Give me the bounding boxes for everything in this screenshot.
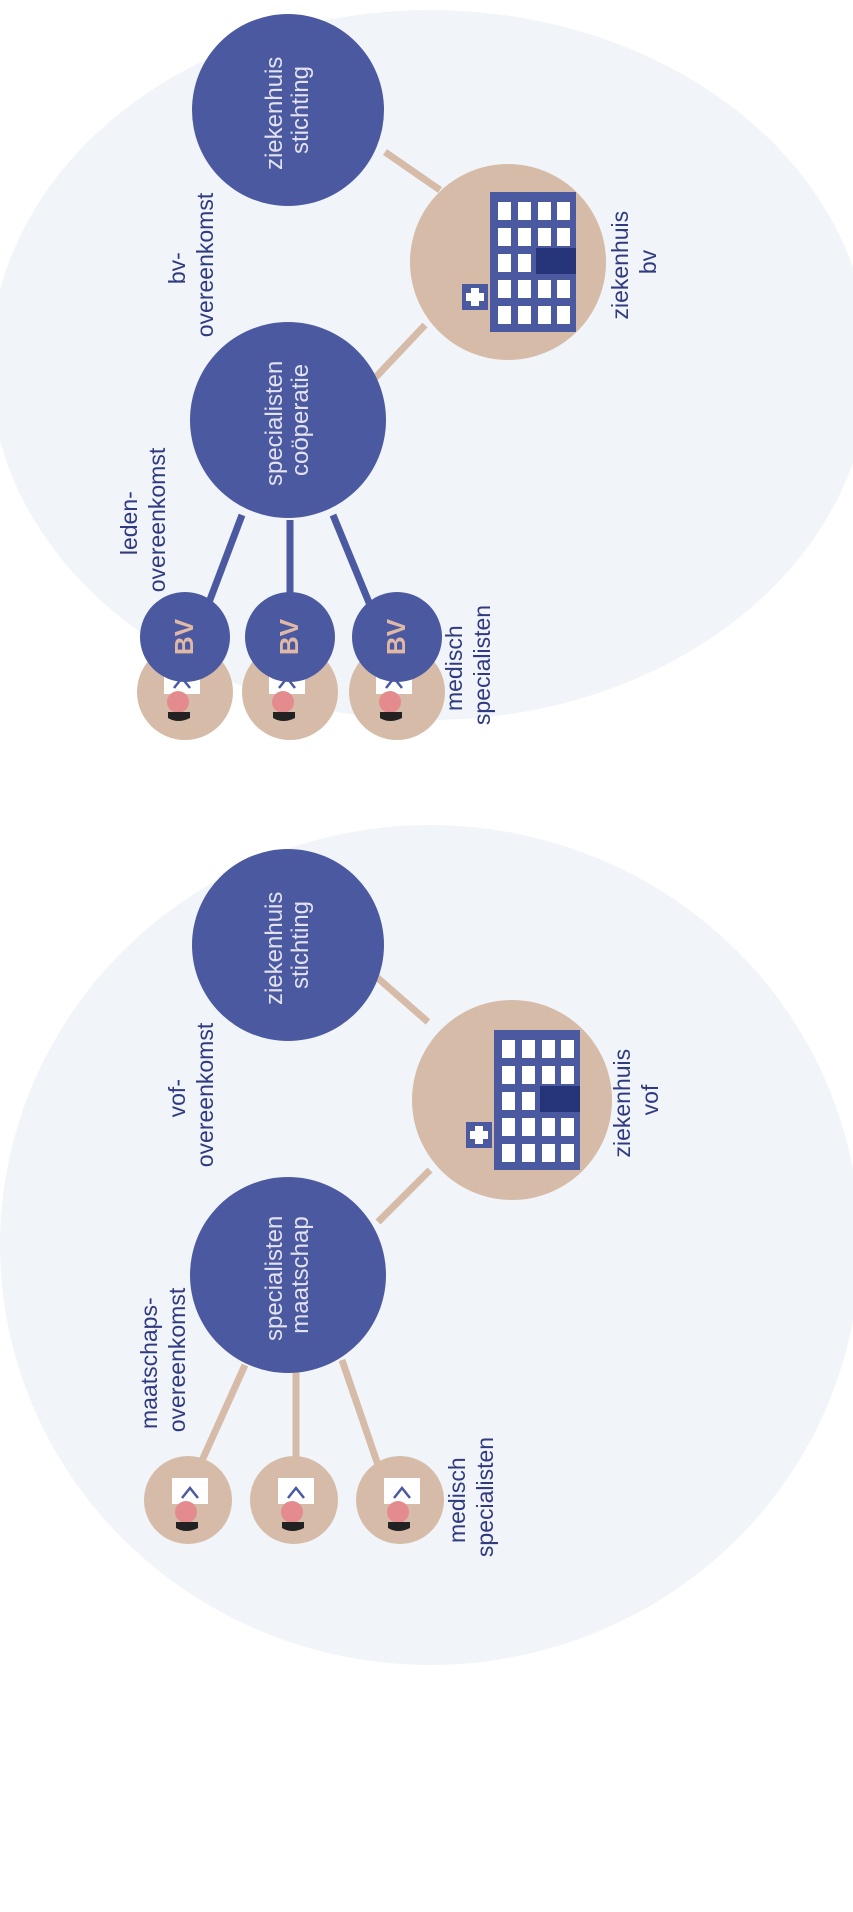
zh-vof-line-1: ziekenhuis bbox=[609, 1049, 635, 1158]
stichting-b-line-2: stichting bbox=[287, 901, 314, 989]
top-diagram: ziekenhuis stichting specialisten coöper… bbox=[0, 10, 853, 740]
node-specialisten-maatschap bbox=[190, 1177, 386, 1373]
link-cooperatie-specialist-1 bbox=[204, 513, 246, 607]
stichting-line-1: ziekenhuis bbox=[261, 57, 288, 170]
stichting-b-line-1: ziekenhuis bbox=[261, 892, 288, 1005]
link-stichting-bv bbox=[383, 149, 442, 193]
ms-top-line-1: medisch bbox=[441, 625, 467, 711]
bv-badge-label-3: BV bbox=[381, 618, 411, 655]
maatschaps-line-2: overeenkomst bbox=[164, 1287, 190, 1432]
zh-bv-line-1: ziekenhuis bbox=[607, 211, 633, 320]
node-specialisten-maatschap-label: specialisten maatschap bbox=[261, 1209, 314, 1341]
link-stichting-vof bbox=[369, 970, 431, 1025]
bv-badge-circle bbox=[352, 592, 442, 682]
maatschaps-line-1: maatschaps- bbox=[136, 1297, 162, 1429]
ms-top-line-2: specialisten bbox=[469, 605, 495, 725]
bv-badge-circle bbox=[140, 592, 230, 682]
ms-bottom-line-1: medisch bbox=[444, 1457, 470, 1543]
cooperatie-line-2: coöperatie bbox=[287, 364, 314, 476]
vof-agr-line-1: vof- bbox=[164, 1079, 190, 1117]
node-specialisten-cooperatie-label: specialisten coöperatie bbox=[261, 354, 314, 486]
vof-agr-line-2: overeenkomst bbox=[192, 1022, 218, 1167]
bv-agr-line-2: overeenkomst bbox=[192, 192, 218, 337]
label-maatschaps-overeenkomst: maatschaps- overeenkomst bbox=[136, 1287, 190, 1432]
node-ziekenhuis-stichting-label: ziekenhuis stichting bbox=[261, 50, 314, 170]
node-ziekenhuis-stichting-bottom bbox=[192, 849, 384, 1041]
link-maatschap-specialist-3 bbox=[338, 1358, 382, 1467]
bv-badge-circle bbox=[245, 592, 335, 682]
label-ziekenhuis-vof: ziekenhuis vof bbox=[609, 1042, 663, 1157]
maatschap-line-2: maatschap bbox=[287, 1216, 314, 1333]
top-background-bubble bbox=[0, 10, 853, 720]
label-medisch-specialisten-bottom: medisch specialisten bbox=[444, 1437, 498, 1557]
specialist-2: BV bbox=[242, 592, 338, 740]
leden-line-1: leden- bbox=[116, 491, 142, 555]
specialist-b3 bbox=[356, 1456, 444, 1544]
node-specialisten-cooperatie bbox=[190, 322, 386, 518]
label-vof-overeenkomst: vof- overeenkomst bbox=[164, 1022, 218, 1167]
link-maatschap-specialist-1 bbox=[196, 1363, 249, 1467]
specialist-b1 bbox=[144, 1456, 232, 1544]
label-ziekenhuis-bv: ziekenhuis bv bbox=[607, 204, 661, 319]
node-ziekenhuis-stichting-bottom-label: ziekenhuis stichting bbox=[261, 885, 314, 1005]
link-cooperatie-bv bbox=[372, 322, 428, 381]
bottom-diagram: ziekenhuis stichting specialisten maatsc… bbox=[0, 825, 853, 1665]
specialist-1: BV bbox=[137, 592, 233, 740]
bv-badge-label-2: BV bbox=[274, 618, 304, 655]
node-ziekenhuis-stichting bbox=[192, 14, 384, 206]
bv-badge-label-1: BV bbox=[169, 618, 199, 655]
zh-bv-line-2: bv bbox=[635, 249, 661, 274]
cooperatie-line-1: specialisten bbox=[261, 361, 288, 486]
specialist-b2 bbox=[250, 1456, 338, 1544]
specialist-3: BV bbox=[349, 592, 445, 740]
link-cooperatie-specialist-3 bbox=[329, 513, 374, 607]
link-maatschap-vof bbox=[375, 1167, 433, 1225]
label-leden-overeenkomst: leden- overeenkomst bbox=[116, 447, 170, 592]
bv-agr-line-1: bv- bbox=[164, 252, 190, 284]
bottom-background-bubble bbox=[0, 825, 853, 1665]
leden-line-2: overeenkomst bbox=[144, 447, 170, 592]
stichting-line-2: stichting bbox=[287, 66, 314, 154]
zh-vof-line-2: vof bbox=[637, 1084, 663, 1115]
maatschap-line-1: specialisten bbox=[261, 1216, 288, 1341]
label-bv-overeenkomst: bv- overeenkomst bbox=[164, 192, 218, 337]
label-medisch-specialisten-top: medisch specialisten bbox=[441, 605, 495, 725]
ms-bottom-line-2: specialisten bbox=[472, 1437, 498, 1557]
